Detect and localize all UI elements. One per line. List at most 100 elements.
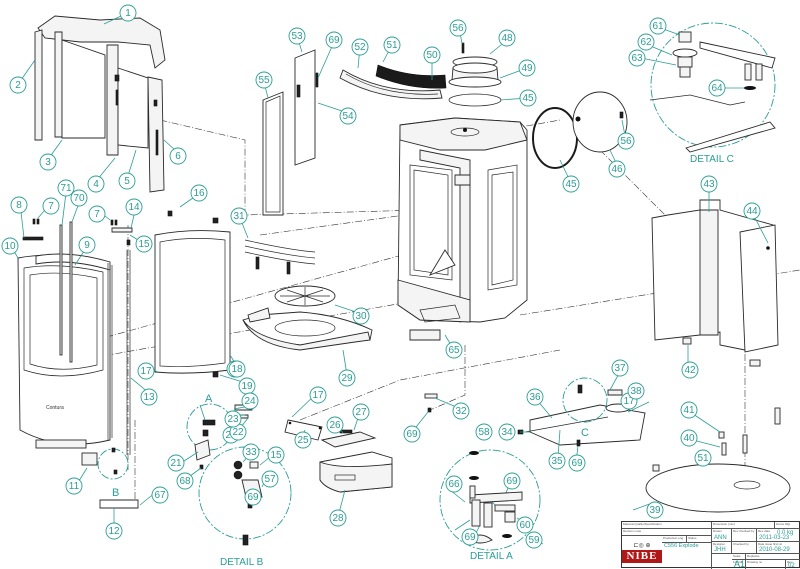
- part-balloon-54: 54: [339, 107, 357, 125]
- balloon-circle: [1, 237, 19, 255]
- balloon-circle: [681, 361, 699, 379]
- balloon-circle: [518, 59, 536, 77]
- balloon-circle: [519, 89, 537, 107]
- balloon-circle: [503, 472, 521, 490]
- balloon-number: 30: [355, 311, 367, 322]
- balloon-circle: [383, 36, 401, 54]
- part-grate-and-bottom: [242, 285, 373, 351]
- part-balloon-48: 48: [498, 29, 516, 47]
- detail-a-label: DETAIL A: [470, 551, 513, 562]
- weight-value-cell: 0.0 kg: [775, 525, 800, 536]
- balloon-circle: [151, 486, 169, 504]
- balloon-number: 52: [354, 42, 366, 53]
- balloon-circle: [42, 197, 60, 215]
- balloon-number: 63: [631, 53, 643, 64]
- balloon-number: 18: [231, 364, 243, 375]
- part-balloon-27: 27: [352, 403, 370, 421]
- balloon-number: 49: [521, 63, 533, 74]
- balloon-number: 35: [551, 456, 563, 467]
- balloon-circle: [125, 198, 143, 216]
- balloon-number: 23: [227, 414, 239, 425]
- balloon-number: 12: [108, 526, 120, 537]
- balloon-circle: [608, 160, 626, 178]
- balloon-number: 69: [464, 532, 476, 543]
- balloon-circle: [87, 175, 105, 193]
- material-cell: Material Quality/Specification: [622, 522, 712, 529]
- balloon-number: 62: [640, 37, 652, 48]
- balloon-circle: [176, 472, 194, 490]
- part-back-plate: [651, 199, 779, 367]
- balloon-number: 5: [124, 176, 130, 187]
- part-balloon-68: 68: [176, 472, 194, 490]
- balloon-number: 6: [175, 151, 181, 162]
- part-balloon-29: 29: [338, 369, 356, 387]
- balloon-number: 7: [48, 201, 54, 212]
- balloon-number: 15: [138, 239, 150, 250]
- part-balloon-8: 8: [10, 196, 28, 214]
- balloon-circle: [680, 401, 698, 419]
- part-balloon-63: 63: [628, 49, 646, 67]
- balloon-circle: [649, 17, 667, 35]
- balloon-number: 57: [264, 474, 276, 485]
- balloon-number: 9: [84, 240, 90, 251]
- part-balloon-7: 7: [88, 205, 106, 223]
- detail-a-marker-letter: A: [205, 393, 213, 405]
- logo-subtext: [622, 563, 662, 569]
- balloon-circle: [498, 423, 516, 441]
- part-balloon-67: 67: [151, 486, 169, 504]
- part-balloon-53: 53: [288, 27, 306, 45]
- format-value: A1: [734, 560, 746, 569]
- balloon-number: 69: [506, 476, 518, 487]
- part-balloon-18: 18: [228, 360, 246, 378]
- balloon-number: 53: [291, 31, 303, 42]
- balloon-number: 56: [452, 23, 464, 34]
- part-balloon-42: 42: [681, 361, 699, 379]
- balloon-circle: [525, 531, 543, 549]
- weight-cell: Gross Wgt: [775, 522, 800, 529]
- balloon-circle: [119, 4, 137, 22]
- balloon-number: 71: [60, 183, 72, 194]
- balloon-circle: [78, 236, 96, 254]
- part-balloon-59: 59: [525, 531, 543, 549]
- balloon-number: 13: [143, 392, 155, 403]
- rev-date-value: 2011-03-23: [759, 535, 790, 541]
- part-balloon-12: 12: [105, 522, 123, 540]
- balloon-circle: [70, 189, 88, 207]
- part-balloon-66: 66: [445, 475, 463, 493]
- part-balloon-69: 69: [244, 488, 262, 506]
- svg-text:Contura: Contura: [46, 405, 64, 411]
- balloon-number: 33: [245, 447, 257, 458]
- balloon-circle: [498, 29, 516, 47]
- balloon-number: 43: [703, 179, 715, 190]
- balloon-number: 48: [501, 33, 513, 44]
- balloon-number: 16: [193, 188, 205, 199]
- balloon-number: 17: [140, 366, 152, 377]
- balloon-number: 31: [233, 211, 245, 222]
- balloon-circle: [10, 196, 28, 214]
- part-balloon-9: 9: [78, 236, 96, 254]
- part-balloon-38: 38: [627, 382, 645, 400]
- weight-value: 0.0 kg: [777, 530, 794, 536]
- balloon-circle: [88, 205, 106, 223]
- balloon-number: 7: [94, 209, 100, 220]
- balloon-circle: [352, 403, 370, 421]
- part-balloon-70: 70: [70, 189, 88, 207]
- part-balloon-15: 15: [267, 446, 285, 464]
- part-balloon-61: 61: [649, 17, 667, 35]
- part-top-frame: [34, 15, 166, 193]
- balloon-circle: [475, 423, 493, 441]
- balloon-number: 4: [93, 179, 99, 190]
- production-cell: Production eng: [662, 536, 687, 543]
- balloon-circle: [65, 477, 83, 495]
- balloon-circle: [338, 369, 356, 387]
- part-balloon-23: 23: [224, 410, 242, 428]
- balloon-circle: [228, 360, 246, 378]
- balloon-circle: [242, 443, 260, 461]
- drawing-no-cell: Drawing no: [746, 560, 786, 569]
- part-balloon-17: 17: [137, 362, 155, 380]
- balloon-circle: [637, 33, 655, 51]
- balloon-number: 60: [519, 520, 531, 531]
- balloon-circle: [611, 359, 629, 377]
